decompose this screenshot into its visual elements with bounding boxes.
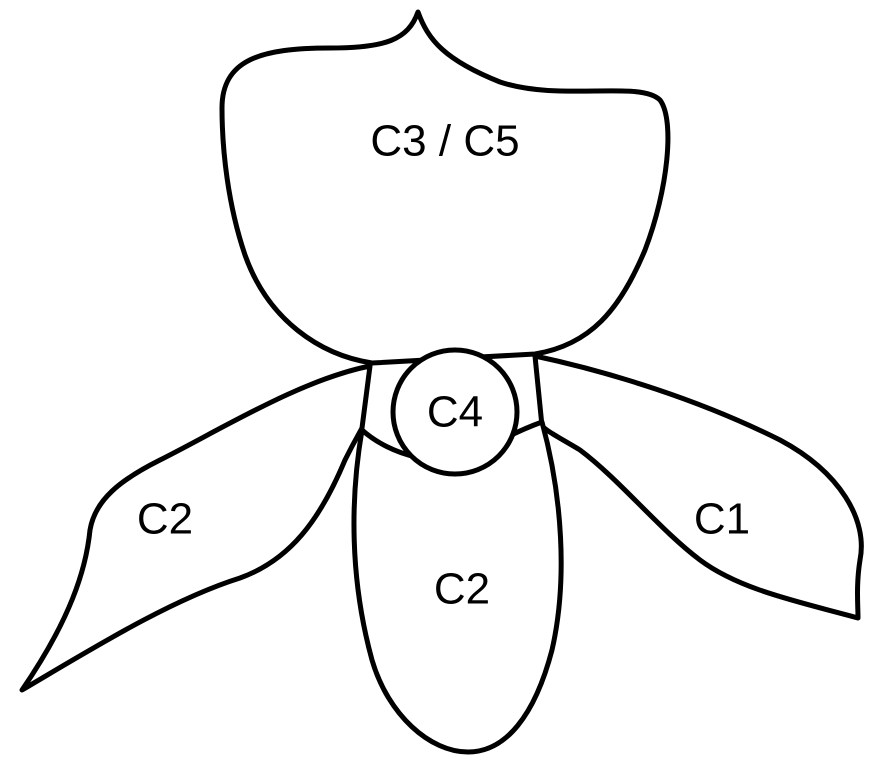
dorsal-sepal-shape — [219, 9, 671, 366]
label-center: C4 — [427, 388, 483, 437]
left-petal-shape — [19, 363, 373, 693]
label-lip: C2 — [434, 565, 490, 614]
label-left-petal: C2 — [137, 495, 193, 544]
column-circle — [390, 347, 520, 477]
label-dorsal: C3 / C5 — [370, 117, 519, 166]
label-right-petal: C1 — [694, 495, 750, 544]
right-petal-shape — [532, 353, 864, 621]
